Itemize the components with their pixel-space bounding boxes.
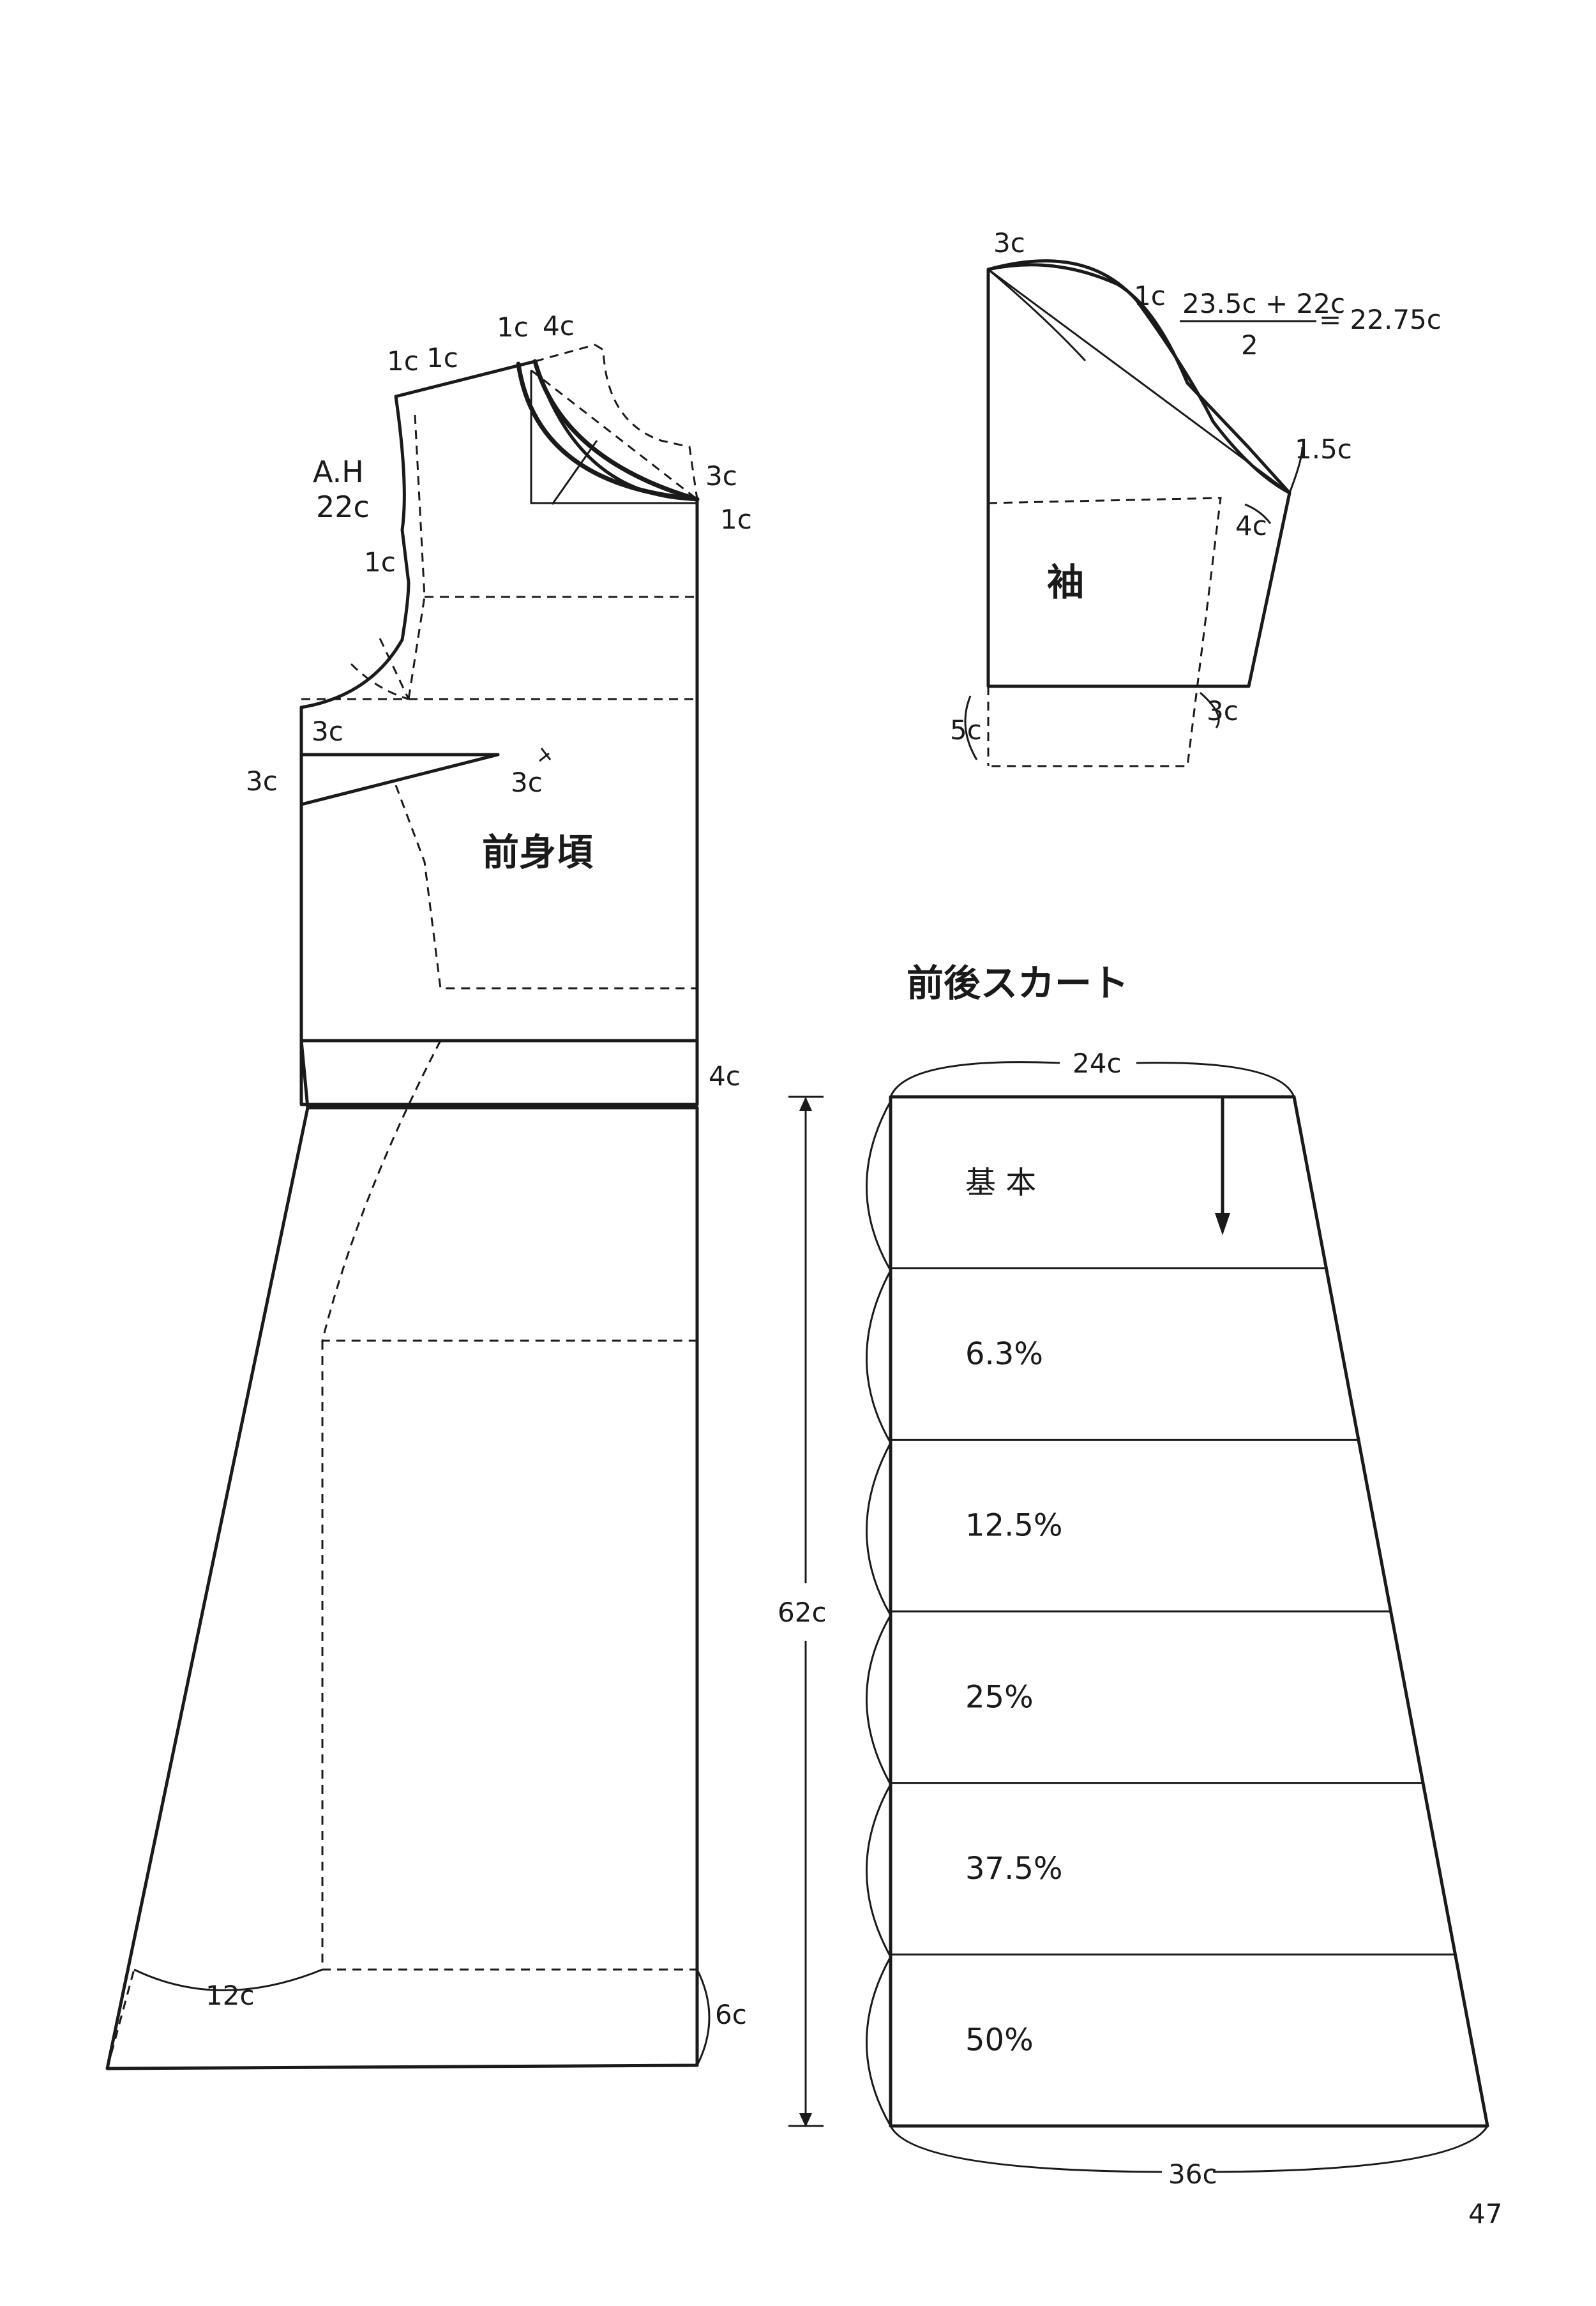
hem-6c-label: 6c [715,1999,747,2030]
dart-3c-right-label: 3c [511,767,543,798]
sleeve-right-4c: 4c [1235,510,1267,541]
shoulder-1c-b: 1c [426,342,458,373]
sleeve-labels: 袖 3c 1c 23.5c + 22c 2 = 22.75c 1.5c 4c 3… [950,227,1442,746]
neck-3c-label: 3c [705,460,737,492]
skirt-band-label: 37.5% [965,1851,1062,1887]
skirt-length: 62c [778,1597,827,1628]
bodice-title: 前身頃 [482,831,593,874]
grain-arrow-head [1215,1213,1230,1235]
front-bodice-pattern [105,343,711,2070]
skirt-band-label: 6.3% [965,1336,1043,1372]
side-3c-label: 3c [312,716,343,747]
armhole-label: A.H [313,455,364,489]
formula-result: = 22.75c [1319,304,1442,335]
skirt-band-label: 12.5% [965,1508,1062,1544]
page-number: 47 [1468,2198,1502,2229]
sleeve-left-5c: 5c [950,714,982,746]
dart-3c-left-label: 3c [246,765,278,797]
shoulder-1c-a: 1c [387,345,419,377]
sleeve-title: 袖 [1047,561,1084,604]
front-bodice-labels: 前身頃 A.H 22c 1c 1c 1c 4c 3c 1c 1c 3c 3c 3… [206,310,752,2030]
skirt-band-label: 50% [965,2023,1034,2058]
skirt-band-label: 基 本 [965,1164,1036,1200]
skirt-bottom-width: 36c [1168,2159,1217,2190]
sleeve-pattern [964,259,1316,767]
sleeve-cap-1c: 1c [1134,280,1166,312]
formula-denominator: 2 [1241,329,1258,361]
sleeve-right-1-5c: 1.5c [1295,433,1352,465]
hem-12c-label: 12c [206,1980,255,2011]
waist-4c-label: 4c [709,1060,741,1092]
armhole-value: 22c [316,490,370,524]
skirt-title: 前後スカート [907,961,1129,1005]
skirt-band-label: 25% [965,1679,1034,1715]
neck-1c-label: 1c [497,312,529,343]
formula-numerator: 23.5c + 22c [1182,288,1345,319]
skirt-bands: 基 本 6.3% 12.5% 25% 37.5% 50% [891,1164,1456,2058]
skirt-top-width: 24c [1073,1048,1122,1079]
sleeve-top-3c: 3c [993,227,1025,259]
neck-4c-label: 4c [543,310,575,342]
skirt-pattern: 前後スカート 基 本 6.3% 12.5% 25% 37.5% 50% 24c 36c 6… [778,961,1489,2190]
neck-1c-right-label: 1c [720,504,752,535]
sleeve-bottom-3c: 3c [1207,695,1238,727]
armhole-1c-label: 1c [364,546,396,578]
